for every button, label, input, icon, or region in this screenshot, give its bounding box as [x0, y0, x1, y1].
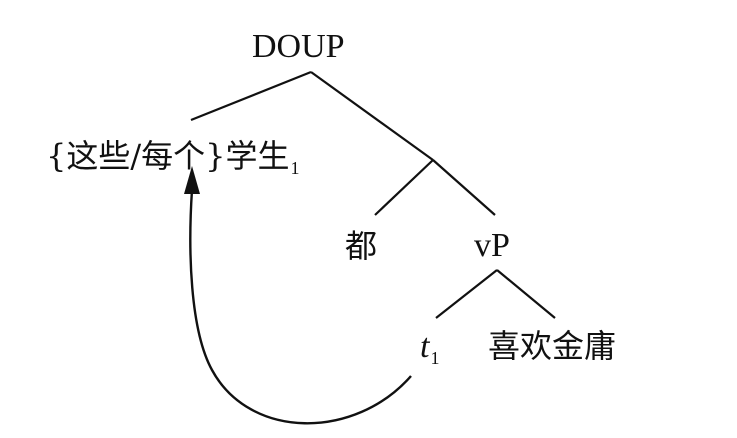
branch-vp-to-predicate	[496, 269, 556, 319]
node-trace-label: t1	[420, 328, 439, 368]
node-vp-label: vP	[474, 227, 510, 264]
branch-vp-to-trace	[435, 269, 498, 319]
branch-intermediate-to-vp	[432, 159, 496, 216]
branch-root-to-subject	[190, 70, 312, 122]
node-subject-label: {这些/每个}学生1	[46, 137, 300, 178]
branch-intermediate-to-dou	[374, 159, 434, 216]
node-predicate-label: 喜欢金庸	[488, 327, 616, 365]
node-dou-label: 都	[345, 227, 377, 265]
movement-arrow	[189, 189, 412, 425]
movement-arrow-head	[184, 166, 200, 194]
branch-root-to-intermediate	[310, 71, 434, 161]
node-root-label: DOUP	[252, 28, 345, 65]
node-subject-index: 1	[291, 158, 300, 178]
node-trace-index: 1	[430, 348, 439, 368]
